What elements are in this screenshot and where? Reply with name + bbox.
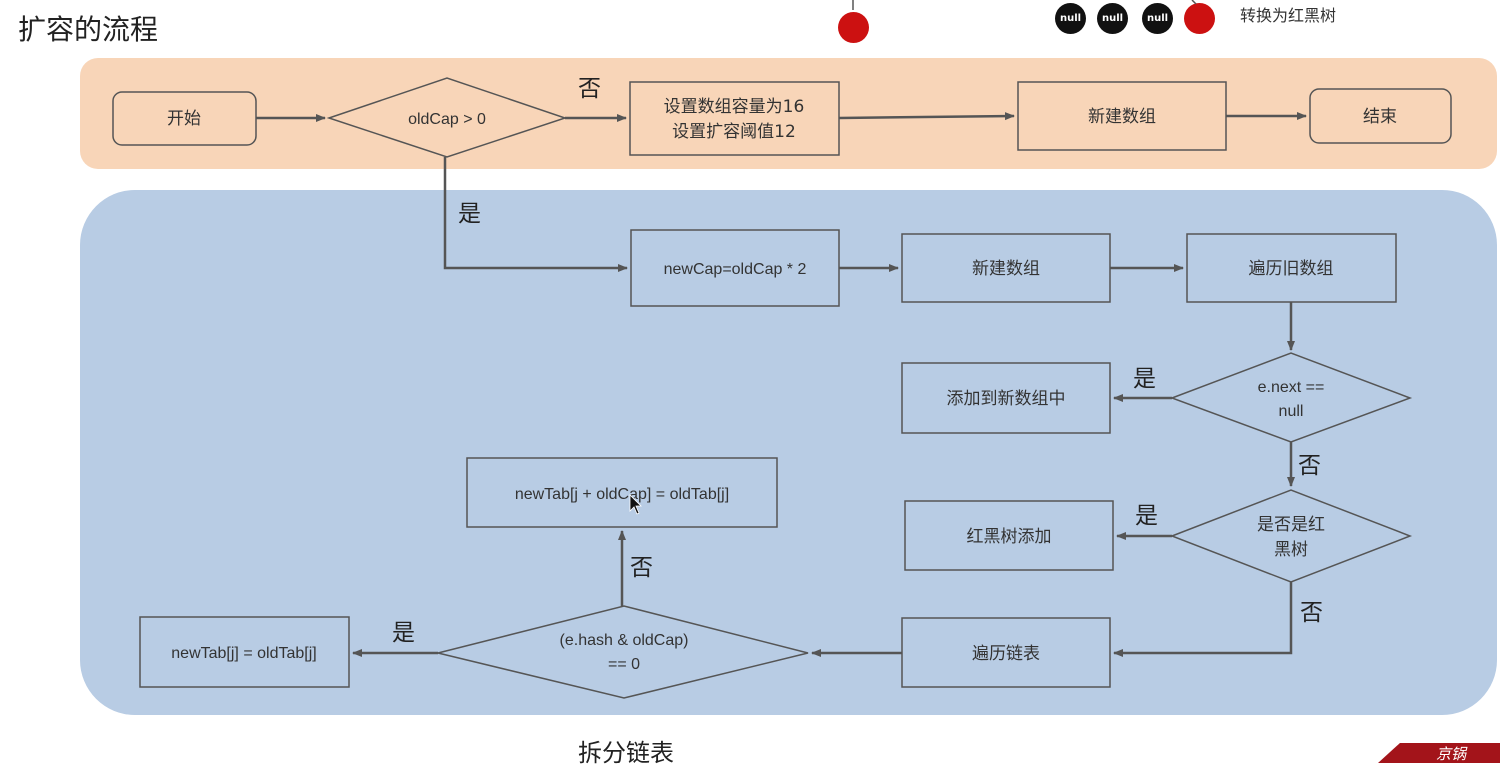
new-array-top-label: 新建数组	[1088, 107, 1156, 127]
edge-condrb-traverselist	[1113, 582, 1293, 657]
assign-offset-box	[466, 457, 778, 528]
traverse-old-label: 遍历旧数组	[1249, 259, 1334, 279]
split-list-caption: 拆分链表	[578, 739, 674, 767]
new-array-label: 新建数组	[972, 259, 1040, 279]
null-node-dot: null	[1142, 3, 1173, 34]
edge-label-yes-rbtree: 是	[1135, 503, 1158, 529]
init-line2: 设置扩容阈值12	[672, 122, 796, 142]
add-new-array-box	[901, 362, 1111, 434]
add-new-array-label: 添加到新数组中	[947, 389, 1066, 409]
newcap-label: newCap=oldCap * 2	[664, 261, 807, 278]
edge-label-yes-hash: 是	[392, 620, 415, 646]
start-label: 开始	[167, 109, 201, 129]
edge-init-newarray	[838, 112, 1015, 121]
cond-hash-line2: == 0	[608, 656, 640, 673]
convert-rbtree-caption: 转换为红黑树	[1240, 6, 1337, 25]
edge-label-yes-next: 是	[1133, 366, 1156, 392]
rbtree-add-label: 红黑树添加	[967, 527, 1052, 547]
assign-same-box	[139, 616, 350, 688]
end-label: 结束	[1363, 107, 1397, 127]
edge-label-no-next: 否	[1298, 453, 1321, 479]
edge-label-no-top: 否	[578, 76, 601, 102]
traverse-list-label: 遍历链表	[972, 644, 1040, 664]
null-node-dot: null	[1055, 3, 1086, 34]
assign-same-label: newTab[j] = oldTab[j]	[171, 645, 316, 662]
init-line1: 设置数组容量为16	[664, 97, 805, 117]
cond-rbtree-line2: 黑树	[1274, 540, 1308, 560]
red-node-dot	[1184, 3, 1215, 34]
rbtree-add-box	[904, 500, 1114, 571]
corner-banner: 京锅	[1378, 743, 1500, 763]
cond-next-line1: e.next ==	[1258, 379, 1325, 396]
cond-rbtree-diamond	[1169, 489, 1413, 583]
edge-label-no-rbtree: 否	[1300, 600, 1323, 626]
init-capacity-box	[629, 81, 840, 156]
mouse-cursor-icon	[629, 494, 642, 515]
cond-oldcap-label: oldCap > 0	[408, 111, 486, 128]
null-node-dot: null	[1097, 3, 1128, 34]
edge-label-yes-oldcap: 是	[458, 201, 481, 227]
cond-hash-diamond	[437, 605, 809, 699]
cond-hash-line1: (e.hash & oldCap)	[560, 632, 689, 649]
top-band	[80, 58, 1497, 169]
stub-line	[1191, 0, 1197, 5]
assign-offset-label: newTab[j + oldCap] = oldTab[j]	[515, 486, 729, 503]
edge-cond-newcap	[443, 157, 628, 272]
bottom-band	[80, 190, 1497, 715]
cond-rbtree-line1: 是否是红	[1257, 515, 1325, 535]
end-node	[1309, 88, 1452, 144]
page-title: 扩容的流程	[18, 13, 159, 46]
edge-label-no-hash: 否	[630, 555, 653, 581]
cond-next-line2: null	[1279, 403, 1304, 420]
red-node-dot	[838, 12, 869, 43]
cond-next-diamond	[1169, 352, 1413, 443]
